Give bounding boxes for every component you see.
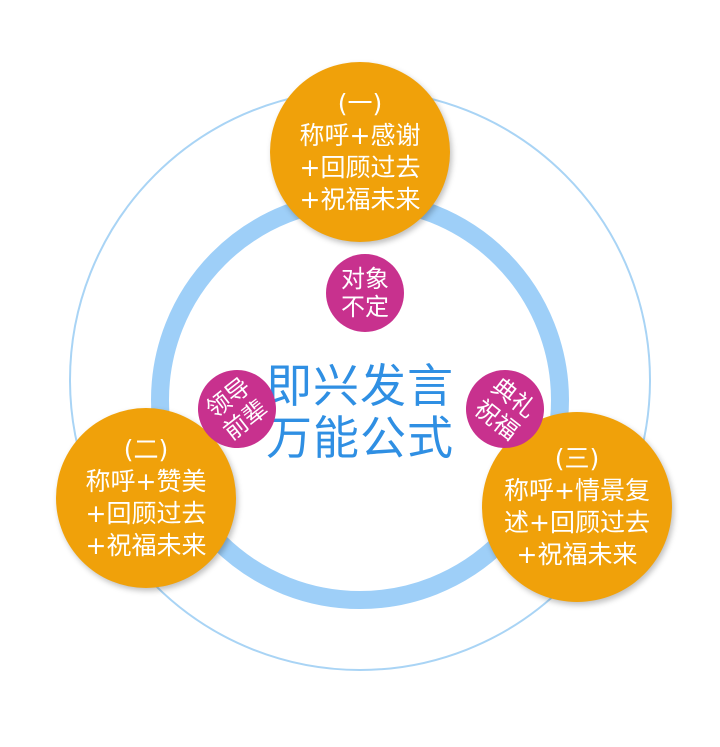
formula-node-2: (二) 称呼+赞美 +回顾过去 +祝福未来 [56, 408, 236, 588]
formula-node-1: (一) 称呼+感谢 +回顾过去 +祝福未来 [270, 62, 450, 242]
node-1-heading: (一) [337, 89, 383, 118]
node-2-line-2: 称呼+赞美 [85, 467, 207, 496]
node-1-line-4: +祝福未来 [299, 185, 421, 214]
node-2-line-4: +祝福未来 [85, 531, 207, 560]
node-1-line-3: +回顾过去 [299, 153, 421, 182]
node-3-line-2: 称呼+情景复 [504, 476, 650, 505]
tag-audience-line-1: 对象 [341, 265, 389, 293]
node-3-line-3: 述+回顾过去 [504, 508, 650, 537]
diagram-title-line-2: 万能公式 [266, 411, 454, 465]
node-2-line-3: +回顾过去 [85, 499, 207, 528]
diagram-title-line-1: 即兴发言 [266, 359, 454, 413]
tag-audience: 对象 不定 [326, 254, 404, 332]
tag-audience-line-2: 不定 [341, 293, 389, 321]
formula-node-3: (三) 称呼+情景复 述+回顾过去 +祝福未来 [482, 412, 672, 602]
node-3-line-4: +祝福未来 [516, 540, 638, 569]
node-2-heading: (二) [123, 435, 169, 464]
node-3-heading: (三) [554, 444, 600, 473]
node-1-line-2: 称呼+感谢 [299, 121, 421, 150]
